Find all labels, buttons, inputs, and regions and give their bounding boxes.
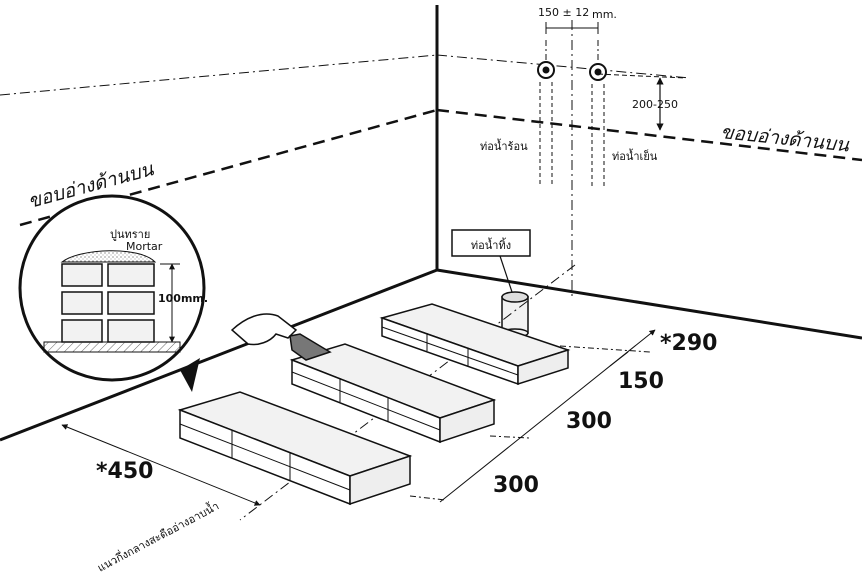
dim-150: 150 <box>618 369 664 394</box>
wall-reference-lines <box>0 54 691 96</box>
drain-pipe-label: ท่อน้ำทิ้ง <box>471 237 511 252</box>
dim-300-lower: 300 <box>493 473 539 498</box>
dimension-line-left <box>61 424 261 506</box>
mortar-label-th: ปูนทราย <box>110 228 150 241</box>
pipe-height-dimension: 200-250 <box>597 73 686 131</box>
brick-stack <box>61 263 155 343</box>
pipe-height-value: 200-250 <box>632 98 678 111</box>
centerline-label: แนวกึ่งกลางสะดืออ่างอาบน้ำ <box>94 498 221 575</box>
tub-edge-left <box>19 108 438 227</box>
brick-row-middle <box>289 343 497 444</box>
right-wall-dashdot <box>436 54 691 79</box>
brick-height-label: 100mm. <box>158 292 208 305</box>
mortar-mound <box>60 250 157 263</box>
cold-pipe-label: ท่อน้ำเย็น <box>612 148 658 163</box>
tub-edge-lines <box>19 108 862 227</box>
brick-row-back <box>379 303 571 386</box>
cold-pipe-outlet <box>589 63 607 81</box>
pipe-dashed-lines <box>539 40 605 188</box>
dimension-lines-right <box>409 329 656 503</box>
mortar-label-en: Mortar <box>126 240 163 253</box>
floor-left-edge <box>0 268 438 442</box>
dim-450: *450 <box>96 459 153 484</box>
tub-edge-right <box>436 108 862 162</box>
hot-pipe-label: ท่อน้ำร้อน <box>480 138 528 153</box>
dim-290: *290 <box>660 331 717 356</box>
detail-callout: 100mm. ปูนทราย Mortar <box>18 194 208 392</box>
detail-pointer <box>180 358 200 392</box>
left-wall-dashdot <box>0 54 438 96</box>
hot-pipe-outlet <box>537 61 555 79</box>
drain-pipe-label-box: ท่อน้ำทิ้ง <box>451 229 531 293</box>
pipe-spacing-value: 150 ± 12 <box>538 6 589 19</box>
dim-300-upper: 300 <box>566 409 612 434</box>
hand-trowel-illustration <box>230 313 332 361</box>
pipe-spacing-unit: mm. <box>592 8 617 21</box>
pipe-spacing-dimension: 150 ± 12 mm. <box>538 6 617 34</box>
drain-pipe-cylinder <box>501 291 529 338</box>
ground-base <box>43 341 181 353</box>
